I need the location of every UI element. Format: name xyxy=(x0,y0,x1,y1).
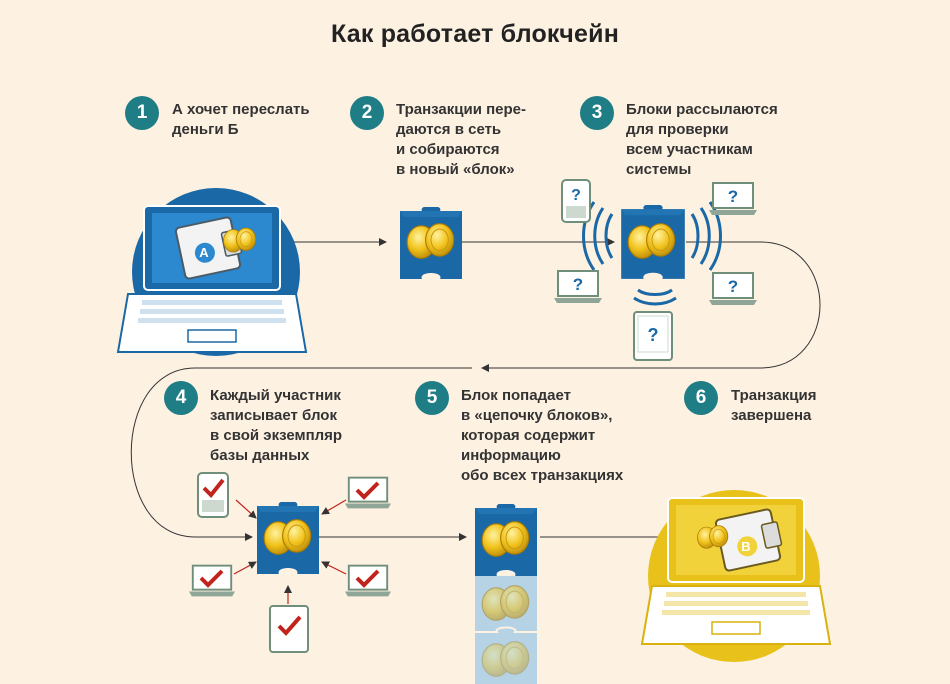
step-4-number: 4 xyxy=(164,381,198,415)
step-3-number: 3 xyxy=(580,96,614,130)
checkmark-icon xyxy=(199,569,224,588)
block-chain xyxy=(475,504,537,684)
checkmark-icon xyxy=(277,615,302,636)
participant-monitor-bottom-right xyxy=(344,564,392,598)
wallet-icon xyxy=(714,508,783,572)
receiver-wallet-label: В xyxy=(741,539,750,554)
page-title: Как работает блокчейн xyxy=(330,20,619,48)
recording-block xyxy=(257,502,319,574)
step-3-text: Блоки рассылаются для проверки всем учас… xyxy=(626,101,778,178)
checkmark-icon xyxy=(202,478,225,498)
flow-loop-right xyxy=(481,241,821,372)
participant-phone xyxy=(197,472,229,518)
step-5-text: Блок попадает в «цепочку блоков», котора… xyxy=(461,387,624,484)
step-2-text: Транзакции пере- даются в сеть и собираю… xyxy=(396,101,526,178)
verifier-monitor-bottom-left: ? xyxy=(553,270,603,304)
verifier-monitor-top-right: ? xyxy=(708,182,758,216)
sender-wallet-label: А xyxy=(199,245,209,260)
question-icon: ? xyxy=(728,277,738,296)
coins-icon xyxy=(263,519,312,555)
broadcast-block xyxy=(582,201,722,306)
step-1-text: А хочет переслать деньги Б xyxy=(172,101,310,138)
verifier-phone-top-left: ? xyxy=(561,179,591,223)
flow-loop-left xyxy=(130,367,472,541)
participant-monitor-bottom-left xyxy=(188,564,236,598)
coins-icon xyxy=(697,525,729,549)
coins-icon xyxy=(223,227,257,253)
step-1-number: 1 xyxy=(125,96,159,130)
confirm-arrows xyxy=(233,499,347,604)
participant-monitor-top-right xyxy=(344,476,392,510)
coins-icon xyxy=(406,223,455,259)
receiver-laptop: В xyxy=(640,490,832,662)
question-icon: ? xyxy=(728,187,738,206)
verifier-tablet-bottom: ? xyxy=(633,311,673,361)
step-6-text: Транзакция завершена xyxy=(731,387,817,424)
step-2-number: 2 xyxy=(350,96,384,130)
coins-icon xyxy=(481,585,530,621)
question-icon: ? xyxy=(573,275,583,294)
coins-icon xyxy=(481,641,530,677)
coins-icon xyxy=(481,521,530,557)
question-icon: ? xyxy=(648,325,659,345)
question-icon: ? xyxy=(571,187,581,204)
participant-tablet xyxy=(269,605,309,653)
checkmark-icon xyxy=(355,481,380,500)
flow-connectors xyxy=(130,238,821,541)
step-6-number: 6 xyxy=(684,381,718,415)
step-5-number: 5 xyxy=(415,381,449,415)
step-4-text: Каждый участник записывает блок в свой э… xyxy=(210,387,343,464)
new-block xyxy=(400,207,462,279)
sender-laptop: А xyxy=(116,188,308,356)
checkmark-icon xyxy=(355,569,380,588)
coins-icon xyxy=(627,223,676,259)
verifier-monitor-bottom-right: ? xyxy=(708,272,758,306)
